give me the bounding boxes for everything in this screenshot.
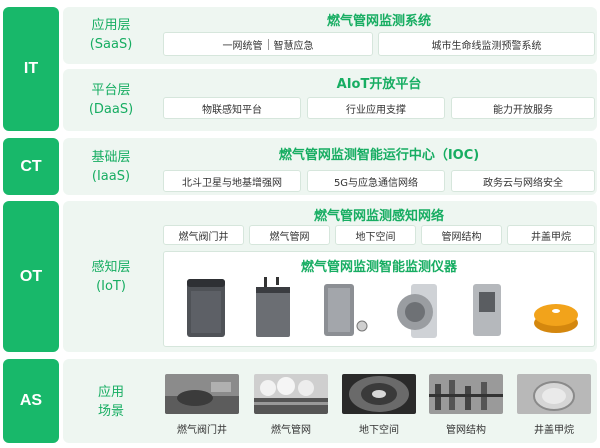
daas-layer-label: 平台层 (DaaS) [88, 83, 134, 117]
device-manhole-sensor-icon [534, 304, 578, 333]
iaas-box-2: 5G与应急通信网络 [307, 170, 445, 192]
network-item-methane: 井盖甲烷 [507, 225, 595, 245]
saas-title: 燃气管网监测系统 [326, 14, 431, 29]
scene-caption-2: 燃气管网 [271, 425, 311, 436]
iaas-box-3: 政务云与网络安全 [451, 170, 595, 192]
network-item-underground: 地下空间 [335, 225, 416, 245]
iaas-box-1: 北斗卫星与地基增强网 [163, 170, 301, 192]
iaas-title: 燃气管网监测智能运行中心（IOC) [278, 148, 480, 163]
scene-manhole-photo [517, 374, 591, 414]
device-meter-box-icon [256, 277, 290, 337]
daas-box-2: 行业应用支撑 [307, 97, 445, 119]
network-item-structure: 管网结构 [421, 225, 502, 245]
scenes-layer-label: 应用 场景 [97, 385, 124, 419]
iot-network-title: 燃气管网监测感知网络 [313, 209, 444, 224]
scene-caption-5: 井盖甲烷 [534, 425, 574, 436]
scene-underground-photo [342, 374, 416, 414]
sidebar-ot: OT [3, 201, 59, 352]
scene-pipe-network-photo [254, 374, 328, 414]
daas-title: AIoT开放平台 [336, 77, 422, 92]
device-well-monitor-icon [397, 284, 437, 338]
saas-box-right: 城市生命线监测预警系统 [378, 32, 595, 56]
device-panel [163, 251, 595, 347]
iot-layer-label: 感知层 (IoT) [91, 260, 131, 294]
saas-box-left: 一网统管智慧应急 [163, 32, 373, 56]
device-detector-icon [473, 284, 501, 336]
scene-structure-photo [429, 374, 503, 414]
network-item-pipe-network: 燃气管网 [249, 225, 330, 245]
network-item-valve-well: 燃气阀门井 [163, 225, 244, 245]
daas-box-1: 物联感知平台 [163, 97, 301, 119]
iot-device-title: 燃气管网监测智能监测仪器 [300, 260, 457, 275]
saas-layer-label: 应用层 (SaaS) [89, 18, 133, 52]
separator [267, 38, 269, 50]
sidebar-it: IT [3, 7, 59, 131]
scenes-panel [63, 359, 597, 443]
scene-caption-4: 管网结构 [446, 425, 486, 436]
sidebar-ct: CT [3, 138, 59, 195]
device-cabinet-icon [187, 279, 225, 337]
scene-caption-1: 燃气阀门井 [177, 425, 227, 436]
sidebar-as: AS [3, 359, 59, 443]
daas-box-3: 能力开放服务 [451, 97, 595, 119]
device-sensor-unit-icon [324, 284, 368, 336]
iaas-layer-label: 基础层 (IaaS) [91, 150, 131, 184]
scene-caption-3: 地下空间 [359, 425, 399, 436]
scene-valve-well-photo [165, 374, 239, 414]
